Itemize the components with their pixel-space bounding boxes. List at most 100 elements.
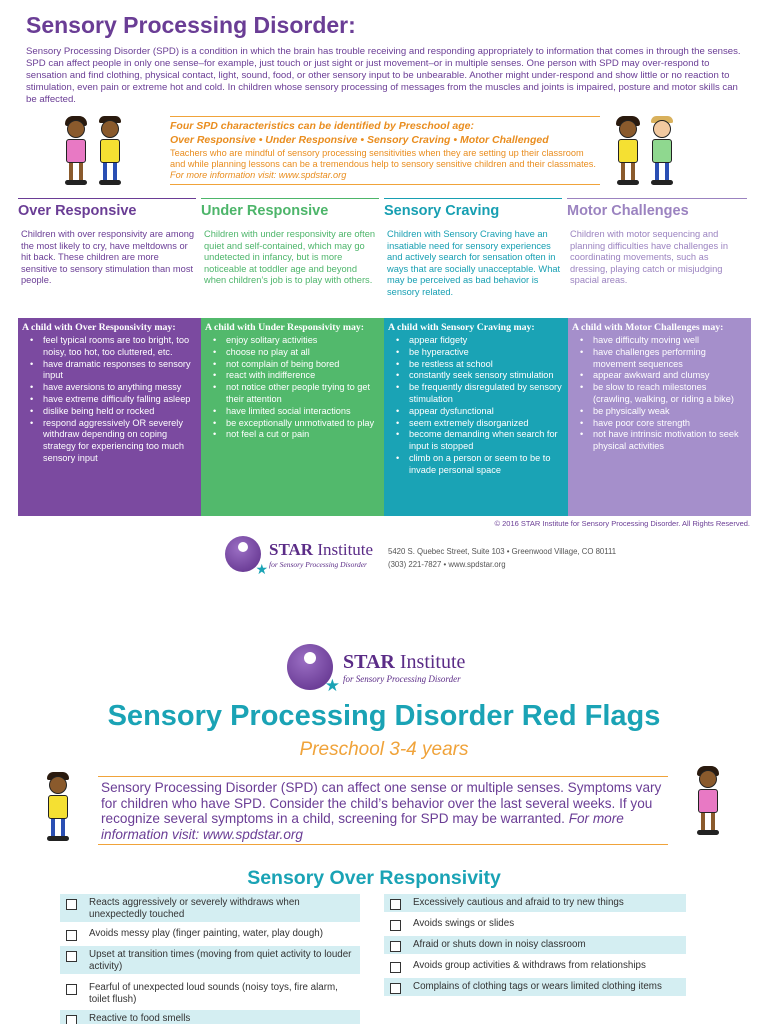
list-item: seem extremely disorganized: [396, 418, 564, 430]
boy-stretching-figure-icon: [646, 116, 676, 186]
list-item: have challenges performing movement sequ…: [580, 347, 747, 371]
checklist-item-label: Reactive to food smells: [89, 1013, 191, 1024]
checklist-item-label: Reacts aggressively or severely withdraw…: [89, 897, 300, 920]
characteristics-heading: Four SPD characteristics can be identifi…: [170, 120, 475, 132]
symptom-list: enjoy solitary activities choose no play…: [205, 335, 380, 441]
panel-title: A child with Over Responsivity may:: [22, 322, 176, 333]
column-heading: Sensory Craving: [384, 198, 562, 223]
panel-under-responsive: A child with Under Responsivity may: enj…: [201, 318, 384, 516]
characteristics-list: Over Responsive • Under Responsive • Sen…: [170, 134, 549, 146]
column-description: Children with under responsivity are oft…: [204, 229, 376, 285]
boy-figure-icon: [94, 116, 124, 186]
column-heading: Under Responsive: [201, 198, 379, 223]
list-item: climb on a person or seem to be to invad…: [396, 453, 564, 477]
checklist-item-label: Avoids swings or slides: [413, 918, 515, 929]
panel-title: A child with Under Responsivity may:: [205, 322, 365, 333]
panel-title: A child with Sensory Craving may:: [388, 322, 535, 333]
checklist-item[interactable]: Avoids group activities & withdraws from…: [384, 957, 686, 975]
column-motor-challenges: Motor Challenges Children with motor seq…: [567, 198, 747, 287]
list-item: react with indifference: [213, 370, 380, 382]
star-logo-icon: ★: [287, 644, 340, 695]
characteristics-box: Four SPD characteristics can be identifi…: [170, 116, 600, 185]
red-flags-title: Sensory Processing Disorder Red Flags: [107, 700, 661, 732]
logo-name: STAR Institute: [269, 539, 374, 559]
column-description: Children with over responsivity are amon…: [21, 229, 195, 285]
checklist-item-label: Excessively cautious and afraid to try n…: [413, 897, 624, 908]
list-item: not notice other people trying to get th…: [213, 382, 380, 406]
address-line: 5420 S. Quebec Street, Suite 103 • Green…: [388, 547, 617, 556]
panel-sensory-craving: A child with Sensory Craving may: appear…: [384, 318, 568, 516]
checkbox[interactable]: [390, 899, 401, 910]
list-item: have poor core strength: [580, 418, 747, 430]
list-item: have aversions to anything messy: [30, 382, 197, 394]
column-description: Children with Sensory Craving have an in…: [387, 229, 561, 297]
list-item: be hyperactive: [396, 347, 564, 359]
children-illustration-right: [612, 116, 676, 186]
list-item: not feel a cut or pain: [213, 429, 380, 441]
intro-paragraph: Sensory Processing Disorder (SPD) is a c…: [26, 46, 741, 105]
panel-over-responsive: A child with Over Responsivity may: feel…: [18, 318, 201, 516]
girl-with-flower-icon: [688, 766, 728, 852]
checklist-item[interactable]: Reactive to food smells: [60, 1010, 360, 1024]
copyright-notice: © 2016 STAR Institute for Sensory Proces…: [494, 519, 751, 528]
red-flags-intro: Sensory Processing Disorder (SPD) can af…: [98, 776, 668, 845]
column-heading: Motor Challenges: [567, 198, 747, 223]
checklist-item[interactable]: Reacts aggressively or severely withdraw…: [60, 894, 360, 922]
column-under-responsive: Under Responsive Children with under res…: [201, 198, 379, 287]
list-item: enjoy solitary activities: [213, 335, 380, 347]
checkbox[interactable]: [390, 920, 401, 931]
logo-name: STAR Institute: [343, 650, 466, 673]
more-info-link[interactable]: For more information visit: www.spdstar.…: [170, 170, 347, 180]
contact-address: 5420 S. Quebec Street, Suite 103 • Green…: [388, 546, 616, 571]
column-sensory-craving: Sensory Craving Children with Sensory Cr…: [384, 198, 562, 298]
logo-subtitle: for Sensory Processing Disorder: [269, 559, 367, 569]
column-description: Children with motor sequencing and plann…: [570, 229, 728, 285]
children-illustration-left: [60, 116, 124, 186]
checklist-item[interactable]: Upset at transition times (moving from q…: [60, 946, 360, 974]
star-institute-logo: ★ STAR Institute for Sensory Processing …: [225, 536, 374, 577]
checklist-item-label: Avoids group activities & withdraws from…: [413, 960, 646, 971]
checklist-item[interactable]: Avoids swings or slides: [384, 915, 686, 933]
list-item: appear awkward and clumsy: [580, 370, 747, 382]
star-institute-logo-large: ★ STAR Institute for Sensory Processing …: [287, 644, 466, 695]
panel-motor-challenges: A child with Motor Challenges may: have …: [568, 318, 751, 516]
checklist-item[interactable]: Complains of clothing tags or wears limi…: [384, 978, 686, 996]
symptom-list: feel typical rooms are too bright, too n…: [22, 335, 197, 465]
checkbox[interactable]: [390, 962, 401, 973]
teachers-text: Teachers who are mindful of sensory proc…: [170, 148, 600, 181]
list-item: have limited social interactions: [213, 406, 380, 418]
checklist-item[interactable]: Afraid or shuts down in noisy classroom: [384, 936, 686, 954]
checkbox[interactable]: [66, 930, 77, 941]
checklist-item-label: Afraid or shuts down in noisy classroom: [413, 939, 586, 950]
checkbox[interactable]: [390, 983, 401, 994]
checklist-item[interactable]: Excessively cautious and afraid to try n…: [384, 894, 686, 912]
list-item: be slow to reach milestones (crawling, w…: [580, 382, 747, 406]
boy-illustration: [38, 772, 78, 852]
symptom-list: appear fidgety be hyperactive be restles…: [388, 335, 564, 477]
list-item: be exceptionally unmotivated to play: [213, 418, 380, 430]
column-over-responsive: Over Responsive Children with over respo…: [18, 198, 196, 287]
star-logo-icon: ★: [225, 536, 268, 577]
more-info-link[interactable]: For more information visit: www.spdstar.…: [101, 811, 624, 842]
column-heading: Over Responsive: [18, 198, 196, 223]
checklist-item[interactable]: Avoids messy play (finger painting, wate…: [60, 925, 360, 943]
girl-illustration: [688, 766, 728, 852]
phone-web-line[interactable]: (303) 221-7827 • www.spdstar.org: [388, 559, 506, 569]
panel-title: A child with Motor Challenges may:: [572, 322, 724, 333]
checklist-item[interactable]: Fearful of unexpected loud sounds (noisy…: [60, 979, 360, 1007]
checkbox[interactable]: [66, 899, 77, 910]
checklist-item-label: Upset at transition times (moving from q…: [89, 949, 352, 972]
list-item: be restless at school: [396, 359, 564, 371]
list-item: respond aggressively OR severely withdra…: [30, 418, 197, 465]
list-item: be frequently disregulated by sensory st…: [396, 382, 564, 406]
list-item: be physically weak: [580, 406, 747, 418]
checkbox[interactable]: [66, 984, 77, 995]
list-item: feel typical rooms are too bright, too n…: [30, 335, 197, 359]
checkbox[interactable]: [390, 941, 401, 952]
section-title: Sensory Over Responsivity: [247, 867, 501, 889]
boy-figure-icon: [38, 772, 78, 852]
checklist-item-label: Fearful of unexpected loud sounds (noisy…: [89, 982, 338, 1005]
checkbox[interactable]: [66, 951, 77, 962]
page-title: Sensory Processing Disorder:: [26, 12, 356, 38]
checkbox[interactable]: [66, 1015, 77, 1024]
